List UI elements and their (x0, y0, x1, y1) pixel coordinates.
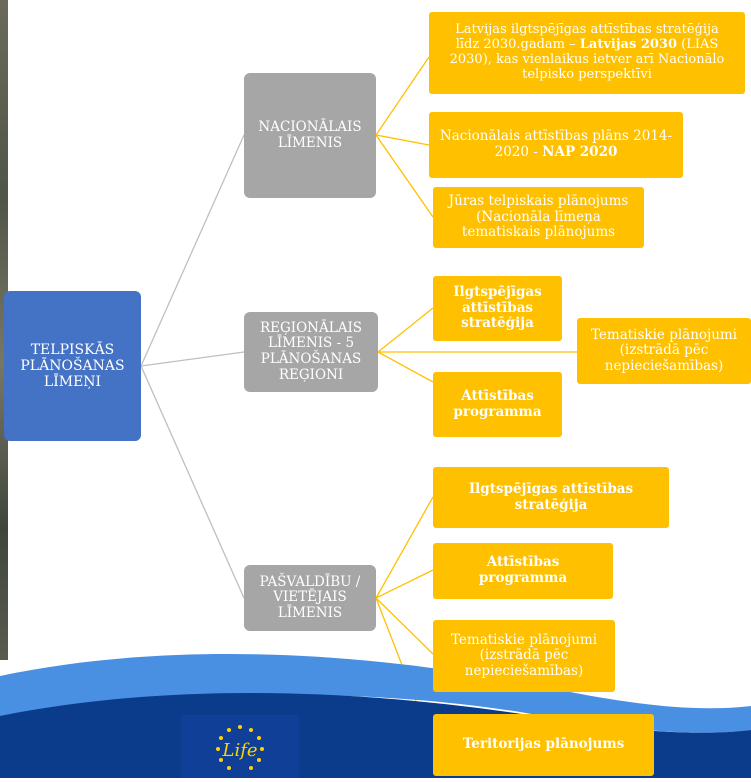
regional-program-line: Attīstības (461, 387, 534, 404)
national-nap: Nacionālais attīstības plāns 2014- 2020 … (429, 112, 683, 178)
sea-line: Jūras telpiskais plānojums (448, 193, 629, 210)
local-strategy-line: Ilgtspējīgas attīstības (468, 480, 634, 497)
root-line: TELPISKĀS (30, 341, 115, 358)
connector-regional-program (377, 351, 434, 383)
local-strategy: Ilgtspējīgas attīstības stratēģija (433, 467, 669, 528)
regional-thematic: Tematiskie plānojumi (izstrādā pēc nepie… (577, 318, 751, 384)
connector-local-thematic (375, 597, 434, 655)
level-line: REĢIONI (278, 366, 344, 383)
local-territory: Teritorijas plānojums (433, 714, 654, 776)
wave-light-band (0, 654, 751, 733)
level-regional: REĢIONĀLAIS LĪMENIS - 5 PLĀNOŠANAS REĢIO… (244, 312, 378, 392)
level-line: PAŠVALDĪBU / (259, 573, 361, 590)
nap-line: 2020 - NAP 2020 (494, 144, 618, 160)
local-program-line: programma (478, 570, 568, 586)
regional-thematic-line: Tematiskie plānojumi (590, 326, 738, 343)
regional-thematic-line: (izstrādā pēc (619, 342, 709, 359)
life-logo: Life (181, 715, 299, 778)
local-thematic-line: nepieciešamības) (464, 662, 584, 679)
regional-strategy-line: stratēģija (461, 315, 534, 332)
regional-strategy-line: attīstības (461, 299, 534, 316)
lias-line: Latvijas ilgtspējīgas attīstības stratēģ… (455, 22, 719, 38)
nap-line: Nacionālais attīstības plāns 2014- (439, 128, 673, 145)
local-program-line: Attīstības (486, 554, 560, 571)
regional-strategy-line: Ilgtspējīgas (453, 284, 542, 301)
level-line: REĢIONĀLAIS (259, 319, 363, 336)
connector-regional-strategy (377, 307, 434, 353)
connector-national-lias (375, 56, 430, 136)
connector-national-nap (375, 134, 430, 146)
level-national: NACIONĀLAIS LĪMENIS (244, 73, 376, 198)
local-thematic-line: (izstrādā pēc (479, 647, 569, 664)
level-line: LĪMENIS (277, 604, 343, 621)
national-lias-strategy: Latvijas ilgtspējīgas attīstības stratēģ… (429, 12, 745, 94)
local-territory-line: Teritorijas plānojums (462, 736, 625, 753)
level-line: VIETĒJAIS (273, 589, 347, 606)
sea-line: (Nacionāla līmeņa (476, 208, 601, 225)
regional-strategy: Ilgtspējīgas attīstības stratēģija (433, 276, 562, 341)
connector-local-strategy (375, 496, 434, 599)
sea-line: tematiskais plānojums (461, 224, 616, 241)
connector-root-national (140, 134, 245, 367)
eu-stars-icon: Life (216, 725, 264, 770)
connector-root-regional (140, 351, 245, 367)
connector-national-sea (375, 134, 434, 218)
root-node: TELPISKĀS PLĀNOŠANAS LĪMEŅI (4, 291, 141, 441)
root-line: LĪMEŅI (43, 374, 102, 391)
national-sea-planning: Jūras telpiskais plānojums (Nacionāla lī… (433, 187, 644, 248)
life-logo-text: Life (221, 740, 257, 761)
level-line: LĪMENIS (277, 134, 343, 151)
star-ring (216, 725, 264, 770)
level-line: NACIONĀLAIS (258, 118, 362, 135)
regional-program: Attīstības programma (433, 372, 562, 437)
connector-local-program (375, 569, 434, 599)
regional-program-line: programma (453, 403, 542, 420)
local-program: Attīstības programma (433, 543, 613, 599)
regional-thematic-line: nepieciešamības) (604, 357, 724, 374)
lias-line: 2030), kas vienlaikus ietver arī Nacionā… (449, 52, 725, 67)
lias-bold: Latvijas 2030 (579, 37, 677, 53)
level-local: PAŠVALDĪBU / VIETĒJAIS LĪMENIS (244, 565, 376, 631)
nap-bold: NAP 2020 (542, 144, 618, 160)
connector-root-local (140, 365, 245, 599)
local-strategy-line: stratēģija (514, 496, 588, 513)
local-thematic: Tematiskie plānojumi (izstrādā pēc nepie… (433, 620, 615, 692)
level-line: PLĀNOŠANAS (260, 351, 362, 367)
lias-line: līdz 2030.gadam – Latvijas 2030 (LIAS (455, 37, 719, 53)
level-line: LĪMENIS - 5 (267, 335, 355, 352)
lias-line: telpisko perspektīvi (522, 66, 652, 82)
local-thematic-line: Tematiskie plānojumi (450, 631, 598, 648)
root-line: PLĀNOŠANAS (20, 357, 125, 374)
